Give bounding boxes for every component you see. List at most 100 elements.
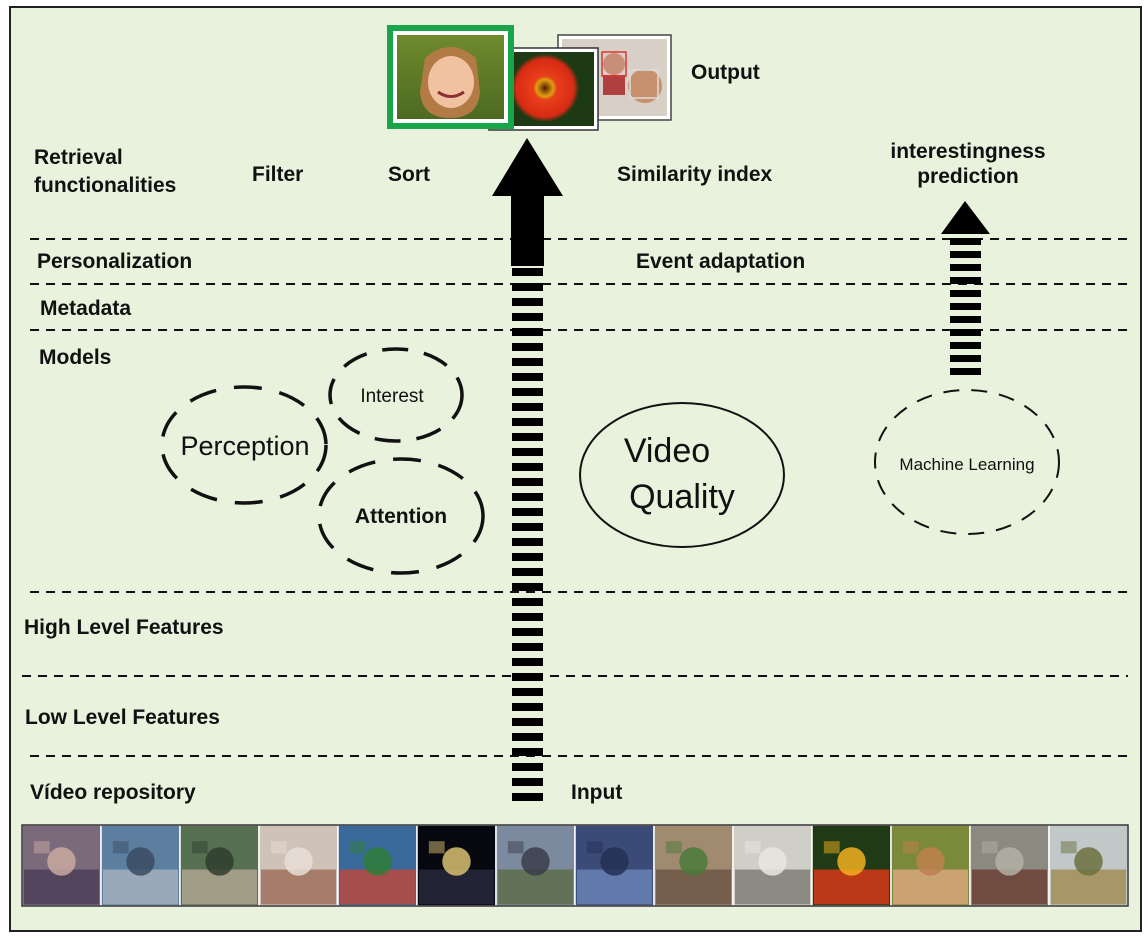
arrow-dash <box>512 673 543 681</box>
attention-ellipse <box>317 457 485 575</box>
arrow-dash <box>512 748 543 756</box>
output-thumbnails <box>387 25 672 131</box>
strip-border <box>21 824 1129 907</box>
arrow-dash <box>512 703 543 711</box>
perception-ellipse <box>160 385 328 505</box>
interestingness-label-line1: interestingness <box>890 140 1045 163</box>
ml-arrow-head <box>941 201 990 234</box>
ml-arrow-dash <box>950 290 981 297</box>
ml-arrow-dash <box>950 303 981 310</box>
arrow-dash <box>512 688 543 696</box>
wrecked-car-thumbnail <box>969 824 1050 907</box>
arrow-dash <box>512 358 543 366</box>
interestingness-arrow <box>941 201 990 375</box>
input-output-arrow <box>492 138 563 801</box>
video-repository-strip <box>21 824 1129 907</box>
video-quality-label-line2: Quality <box>629 478 735 516</box>
interest-label: Interest <box>360 386 424 407</box>
arrow-dash <box>512 433 543 441</box>
ml-arrow-dash <box>950 368 981 375</box>
input-label: Input <box>571 781 622 804</box>
girl-portrait-thumbnail <box>890 824 971 907</box>
low-level-features-label: Low Level Features <box>25 706 220 729</box>
ml-arrow-dash <box>950 329 981 336</box>
output-label: Output <box>691 61 760 84</box>
presentation-thumbnail <box>732 824 813 907</box>
arrow-dash <box>512 613 543 621</box>
personalization-label: Personalization <box>37 250 192 273</box>
arrow-dash <box>512 508 543 516</box>
arrow-dash <box>512 268 543 276</box>
face-detection-thumbnail <box>258 824 339 907</box>
retrieval-label-line2: functionalities <box>34 174 176 197</box>
filter-label: Filter <box>252 163 303 186</box>
arrow-dash <box>512 328 543 336</box>
video-quality-ellipse <box>579 402 785 548</box>
ml-arrow-dash <box>950 251 981 258</box>
ml-arrow-dash <box>950 355 981 362</box>
crowd-thumbnail <box>100 824 181 907</box>
basketball-thumbnail <box>653 824 734 907</box>
volleyball-thumbnail <box>21 824 102 907</box>
arrow-dash <box>512 643 543 651</box>
arrow-dash <box>512 628 543 636</box>
ml-arrow-dash <box>950 264 981 271</box>
high-level-features-label: High Level Features <box>24 616 224 639</box>
arrow-dash <box>512 793 543 801</box>
arrow-dash <box>512 493 543 501</box>
video-quality-label-line1: Video <box>624 432 710 470</box>
arrow-dash <box>512 388 543 396</box>
video-repository-label: Vídeo repository <box>30 781 196 804</box>
arrow-dash <box>512 478 543 486</box>
arrow-dash <box>512 658 543 666</box>
interestingness-label-line2: prediction <box>917 165 1019 188</box>
arrow-dash <box>512 523 543 531</box>
arrow-dash <box>512 313 543 321</box>
arrow-dash <box>512 718 543 726</box>
arrow-dash <box>512 553 543 561</box>
perception-label: Perception <box>180 431 309 461</box>
diagram-background <box>9 6 1142 932</box>
arrow-dash <box>512 568 543 576</box>
interest-ellipse <box>328 347 464 443</box>
ml-arrow-dash <box>950 238 981 245</box>
arrow-dash <box>512 763 543 771</box>
arrow-dash <box>512 298 543 306</box>
arrow-dash <box>512 598 543 606</box>
arrow-solid-shaft <box>511 194 544 266</box>
arrow-dash <box>512 283 543 291</box>
arrow-dash <box>512 403 543 411</box>
classroom-thumbnail <box>179 824 260 907</box>
arrow-head <box>492 138 563 196</box>
metadata-label: Metadata <box>40 297 131 320</box>
arrow-dash <box>512 463 543 471</box>
arrow-dash <box>512 448 543 456</box>
attention-label: Attention <box>355 505 447 528</box>
stadium-thumbnail <box>337 824 418 907</box>
red-flower-thumbnail <box>811 824 892 907</box>
event-adaptation-label: Event adaptation <box>636 250 805 273</box>
arrow-dash <box>512 373 543 381</box>
output-thumbnail-1-selected <box>387 25 514 129</box>
ml-arrow-dashed-shaft <box>950 238 981 375</box>
ml-arrow-dash <box>950 277 981 284</box>
arrow-dash <box>512 778 543 786</box>
arrow-dash <box>512 343 543 351</box>
tree-sky-thumbnail <box>574 824 655 907</box>
arrow-dashed-shaft <box>512 268 543 801</box>
arrow-dash <box>512 538 543 546</box>
sort-label: Sort <box>388 163 430 186</box>
ml-arrow-dash <box>950 316 981 323</box>
ml-arrow-dash <box>950 342 981 349</box>
models-label: Models <box>39 346 111 369</box>
machine-learning-label: Machine Learning <box>899 455 1034 474</box>
layer-separators <box>22 238 1128 757</box>
model-ellipses <box>160 347 1060 575</box>
arrow-dash <box>512 583 543 591</box>
similarity-index-label: Similarity index <box>617 163 773 186</box>
arrow-dash <box>512 418 543 426</box>
cyclists-thumbnail <box>495 824 576 907</box>
fireworks-thumbnail <box>416 824 497 907</box>
machine-learning-ellipse <box>874 389 1060 535</box>
